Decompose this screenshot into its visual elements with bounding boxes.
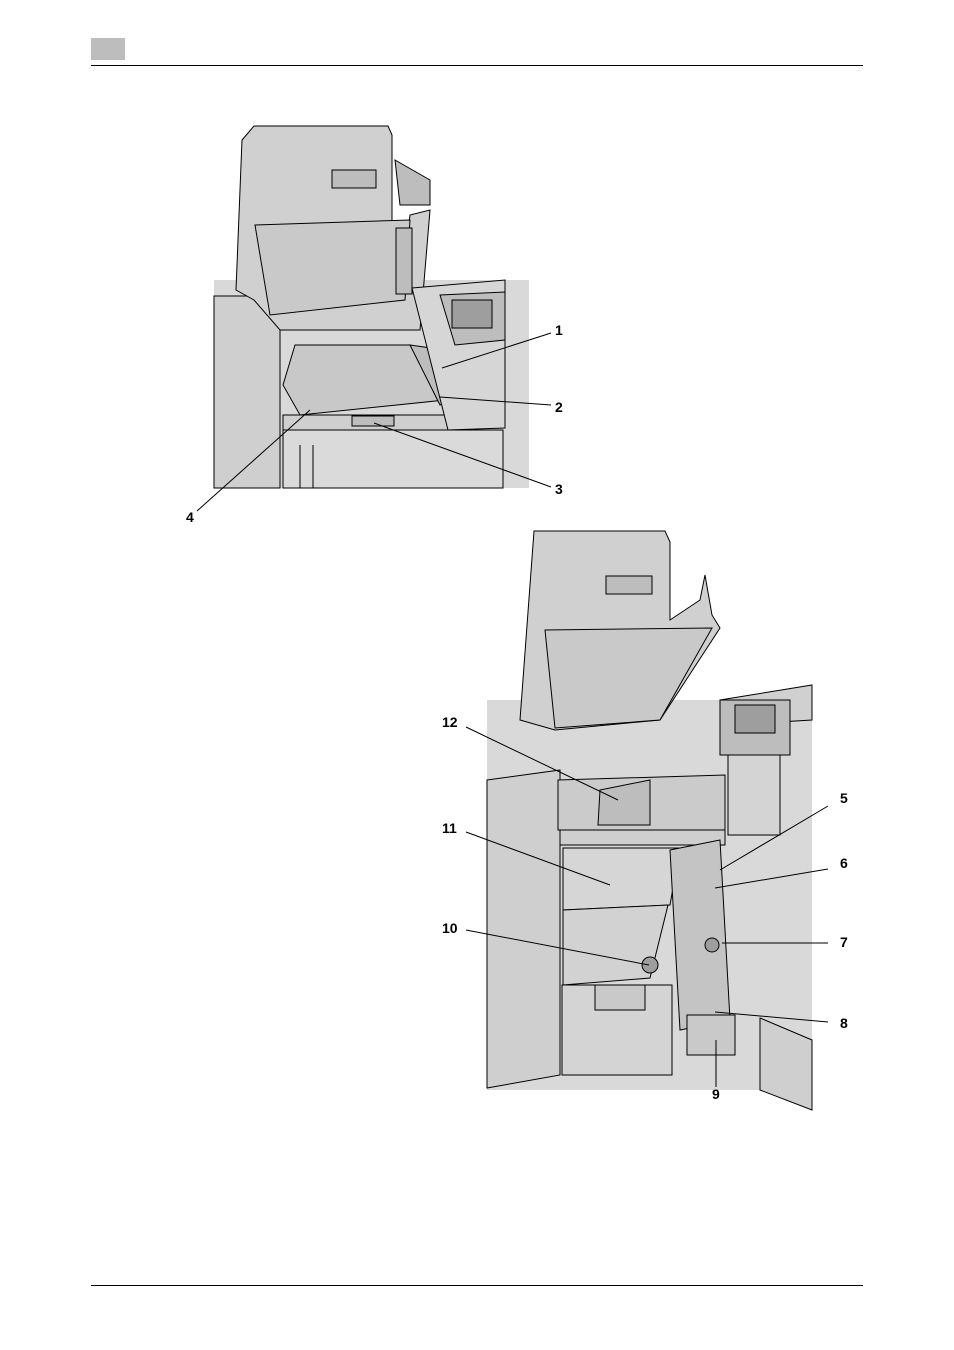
callout-8: 8 [840,1015,848,1031]
callout-2: 2 [555,399,563,415]
callout-6: 6 [840,855,848,871]
callout-1: 1 [555,322,563,338]
callout-7: 7 [840,934,848,950]
callout-10: 10 [442,920,458,936]
callout-12: 12 [442,714,458,730]
callout-5: 5 [840,790,848,806]
callout-9: 9 [712,1086,720,1102]
callout-4: 4 [186,509,194,525]
top-illustration [214,126,529,488]
bottom-illustration [487,531,812,1110]
callout-11: 11 [442,820,457,836]
callout-3: 3 [555,481,563,497]
